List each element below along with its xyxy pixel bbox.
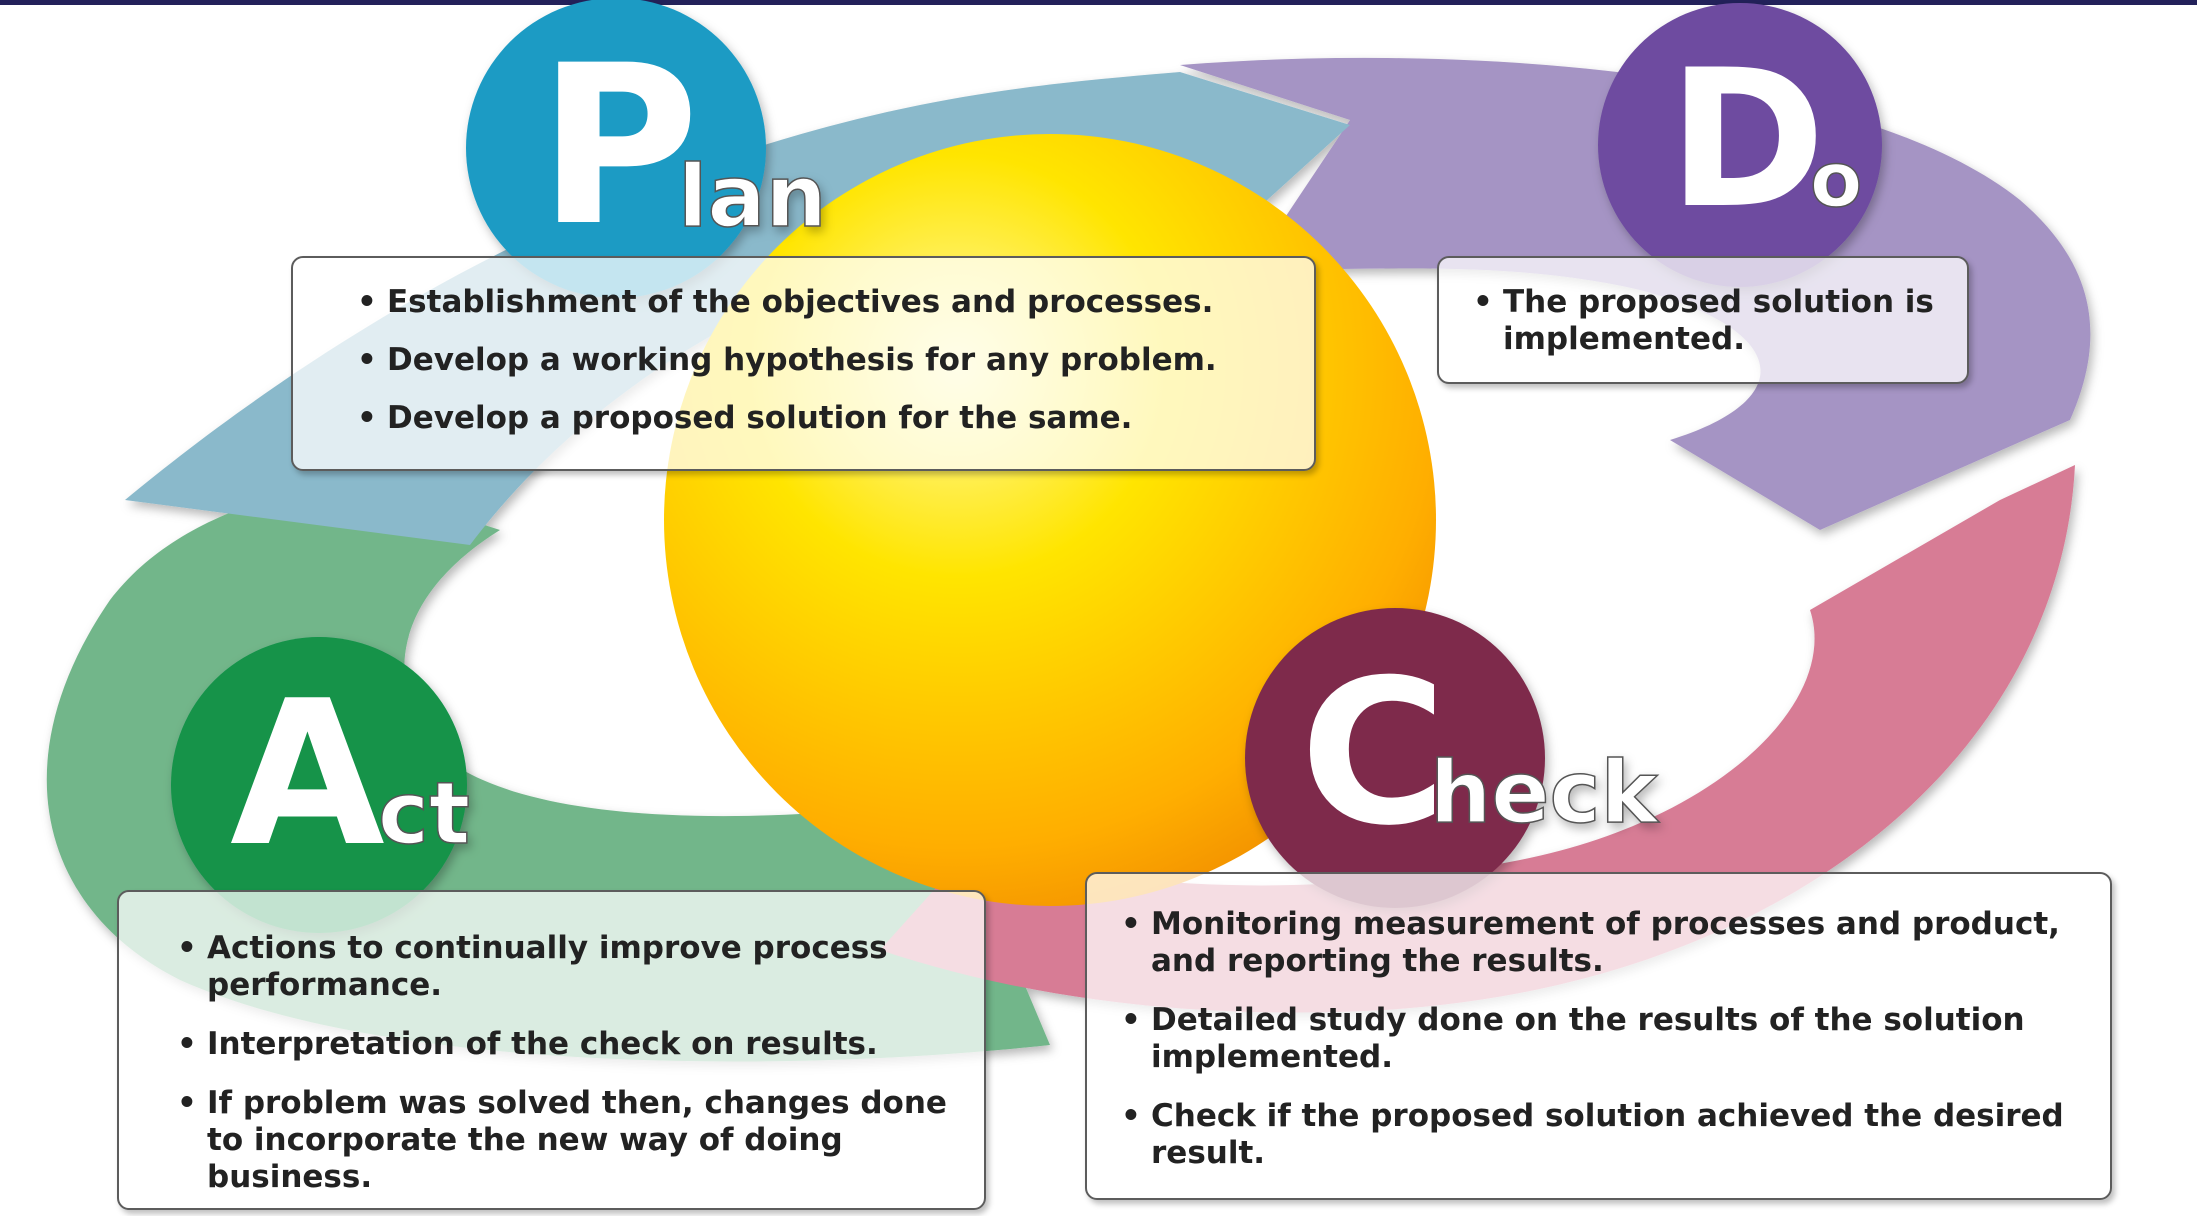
plan-item-2-text: Develop a working hypothesis for any pro… — [387, 342, 1217, 378]
check-circle — [1245, 608, 1545, 908]
check-item-2-text: Detailed study done on the results of th… — [1151, 1002, 2025, 1075]
plan-item-1-text: Establishment of the objectives and proc… — [387, 284, 1214, 320]
check-item-1: • Monitoring measurement of processes and… — [1121, 906, 2110, 980]
plan-rest: lan — [678, 147, 827, 247]
check-badge: C heck — [1245, 608, 1660, 908]
do-item-1: • The proposed solution is implemented. — [1473, 284, 1967, 358]
bullet-dot: • — [1121, 906, 1141, 942]
do-item-1-text: The proposed solution is implemented. — [1503, 284, 1934, 357]
act-rest: ct — [378, 764, 470, 864]
plan-card: • Establishment of the objectives and pro… — [291, 256, 1316, 471]
check-rest: heck — [1430, 743, 1660, 843]
act-badge: A ct — [171, 637, 471, 933]
plan-item-2: • Develop a working hypothesis for any pr… — [357, 342, 1314, 379]
act-card: • Actions to continually improve process … — [117, 890, 986, 1210]
act-item-3: • If problem was solved then, changes don… — [177, 1085, 984, 1196]
plan-item-1: • Establishment of the objectives and pro… — [357, 284, 1314, 321]
bullet-dot: • — [1121, 1098, 1141, 1134]
bullet-dot: • — [357, 342, 377, 378]
act-initial: A — [230, 658, 385, 891]
act-item-2-text: Interpretation of the check on results. — [207, 1026, 878, 1062]
plan-item-3: • Develop a proposed solution for the sam… — [357, 400, 1314, 437]
check-card: • Monitoring measurement of processes and… — [1085, 872, 2112, 1200]
check-item-1-text: Monitoring measurement of processes and … — [1151, 906, 2060, 979]
bullet-dot: • — [177, 1085, 197, 1121]
act-item-2: • Interpretation of the check on results. — [177, 1026, 984, 1063]
bullet-dot: • — [357, 400, 377, 436]
plan-circle — [466, 0, 766, 298]
bullet-dot: • — [357, 284, 377, 320]
check-item-2: • Detailed study done on the results of t… — [1121, 1002, 2110, 1076]
do-bullet-list: • The proposed solution is implemented. — [1473, 284, 1967, 358]
bullet-dot: • — [177, 1026, 197, 1062]
do-badge: D o — [1598, 3, 1882, 287]
check-initial: C — [1300, 637, 1447, 870]
bullet-dot: • — [177, 930, 197, 966]
plan-initial: P — [538, 18, 699, 274]
plan-badge: P lan — [466, 0, 828, 298]
bullet-dot: • — [1121, 1002, 1141, 1038]
act-item-3-text: If problem was solved then, changes done… — [207, 1085, 947, 1195]
top-border — [0, 0, 2197, 5]
act-item-1-text: Actions to continually improve process p… — [207, 930, 888, 1003]
plan-bullet-list: • Establishment of the objectives and pro… — [357, 284, 1314, 437]
check-item-3-text: Check if the proposed solution achieved … — [1151, 1098, 2064, 1171]
act-bullet-list: • Actions to continually improve process … — [177, 930, 984, 1196]
bullet-dot: • — [1473, 284, 1493, 320]
act-item-1: • Actions to continually improve process … — [177, 930, 984, 1004]
do-initial: D — [1668, 29, 1826, 250]
act-circle — [171, 637, 467, 933]
check-bullet-list: • Monitoring measurement of processes and… — [1121, 906, 2110, 1172]
check-item-3: • Check if the proposed solution achieved… — [1121, 1098, 2110, 1172]
plan-item-3-text: Develop a proposed solution for the same… — [387, 400, 1133, 436]
do-circle — [1598, 3, 1882, 287]
do-card: • The proposed solution is implemented. — [1437, 256, 1969, 384]
do-rest: o — [1810, 135, 1862, 224]
